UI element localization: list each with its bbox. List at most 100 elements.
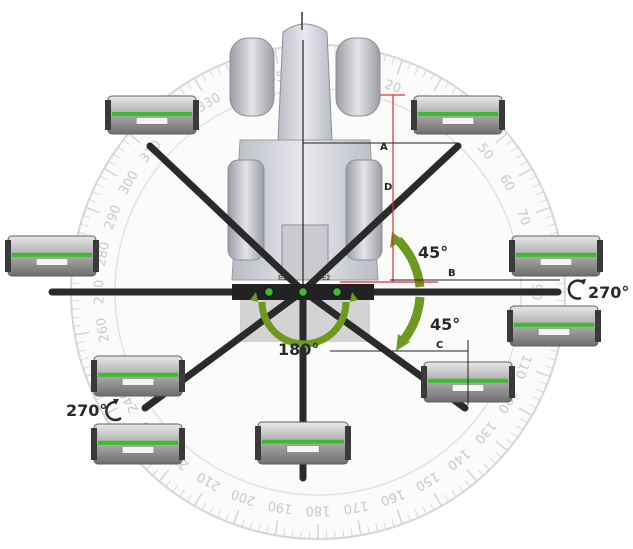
dimension-d-label: D (384, 182, 392, 193)
dial-tick (515, 425, 523, 431)
mower-deck-stripe (98, 372, 178, 377)
dial-tick (249, 521, 253, 530)
mower-deck-endcap (193, 100, 199, 130)
mower-deck-endcap (179, 428, 185, 460)
dial-tick (342, 529, 345, 538)
mower-deck-plate (537, 328, 571, 336)
hinge-points (263, 286, 343, 298)
dial-tick (123, 139, 130, 146)
mower-deck-stripe (262, 439, 344, 444)
dial-tick (520, 160, 528, 166)
dial-tick (506, 438, 513, 445)
arrow-180-head-left (250, 292, 258, 302)
dimension-c-label: C (436, 340, 443, 351)
dial-tick (357, 520, 362, 536)
mower-deck (91, 355, 185, 397)
mower-deck-endcap (509, 240, 515, 272)
dial-tick (429, 502, 435, 511)
dial-tick (217, 510, 222, 518)
dial-tick (113, 153, 121, 159)
mower-deck-stripe (112, 111, 192, 116)
dial-tick (414, 510, 419, 518)
mower-deck-endcap (421, 366, 427, 398)
mower-decks (5, 95, 603, 465)
dial-tick (422, 69, 427, 78)
arrow-45-upper (394, 236, 425, 288)
spin-arrow-right (567, 279, 585, 300)
dial-tick (172, 485, 178, 493)
arm-upper-left (146, 142, 307, 295)
dial-tick (82, 215, 91, 219)
mower-deck-endcap (105, 100, 111, 130)
dial-tick (78, 231, 87, 235)
dial-tick-label: 190 (267, 497, 294, 516)
dial-tick (458, 485, 464, 493)
dial-tick (506, 139, 513, 146)
dial-tick (99, 403, 108, 409)
angle-label-upper: 45° (418, 243, 448, 262)
mower-deck-plate (121, 446, 155, 454)
dial-tick (117, 146, 125, 152)
dial-tick (179, 489, 185, 497)
hinge-left (263, 286, 275, 298)
dial-tick (429, 73, 435, 82)
angle-label-center: 180° (278, 340, 319, 359)
dial-tick (547, 357, 556, 361)
arrow-180-head-right (350, 292, 358, 302)
angle-label-right: 270° (588, 283, 629, 302)
dial-tick (528, 403, 537, 409)
dial-tick (518, 167, 533, 177)
dial-tick (209, 69, 214, 78)
dial-tick (186, 494, 192, 502)
dial-tick-label: 260 (94, 316, 113, 343)
dial-tick (85, 206, 101, 214)
dial-tick (232, 509, 240, 525)
rotation-arrows (250, 232, 425, 351)
mower-deck (507, 305, 601, 347)
hinge-center (297, 286, 309, 298)
mower-deck-endcap (93, 240, 99, 272)
dial-tick (444, 82, 450, 90)
dial-tick (536, 388, 544, 393)
dial-tick (391, 56, 395, 65)
dial-tick (477, 469, 484, 476)
mower-deck-plate (135, 116, 169, 125)
mower-deck-endcap (499, 100, 505, 130)
dial-tick (225, 62, 229, 71)
mower-deck (255, 421, 351, 465)
mower-deck-endcap (255, 426, 261, 460)
dial-tick (464, 480, 471, 487)
tractor (227, 12, 383, 281)
dial-tick (274, 48, 279, 64)
dial-tick (520, 418, 528, 424)
dial-tick (179, 87, 185, 95)
dial-tick (158, 469, 170, 482)
dial-tick (451, 489, 457, 497)
dial-tick (495, 440, 508, 452)
mower-deck-stripe (12, 252, 92, 257)
dial-tick (495, 451, 502, 458)
dial-tick (152, 469, 159, 476)
dial-tick (549, 231, 558, 235)
dial-tick (396, 59, 404, 75)
hinge-right (331, 286, 343, 298)
dial-tick (414, 66, 419, 74)
arrow-180-center (258, 301, 350, 348)
dial-tick (78, 349, 87, 353)
dial-tick (165, 480, 172, 487)
mower-deck (105, 95, 199, 135)
dial-tick (88, 199, 97, 203)
dimension-lines (303, 94, 560, 405)
dial-tick (518, 407, 533, 417)
dial-tick (209, 506, 214, 515)
angle-label-lower: 45° (430, 315, 460, 334)
mower-deck (509, 235, 603, 277)
mower-deck (411, 95, 505, 135)
dial-tick (367, 525, 370, 534)
dial-tick (532, 396, 541, 401)
arm-upper-right (299, 142, 462, 295)
mower-deck (5, 235, 99, 277)
dial-tick (146, 463, 153, 470)
